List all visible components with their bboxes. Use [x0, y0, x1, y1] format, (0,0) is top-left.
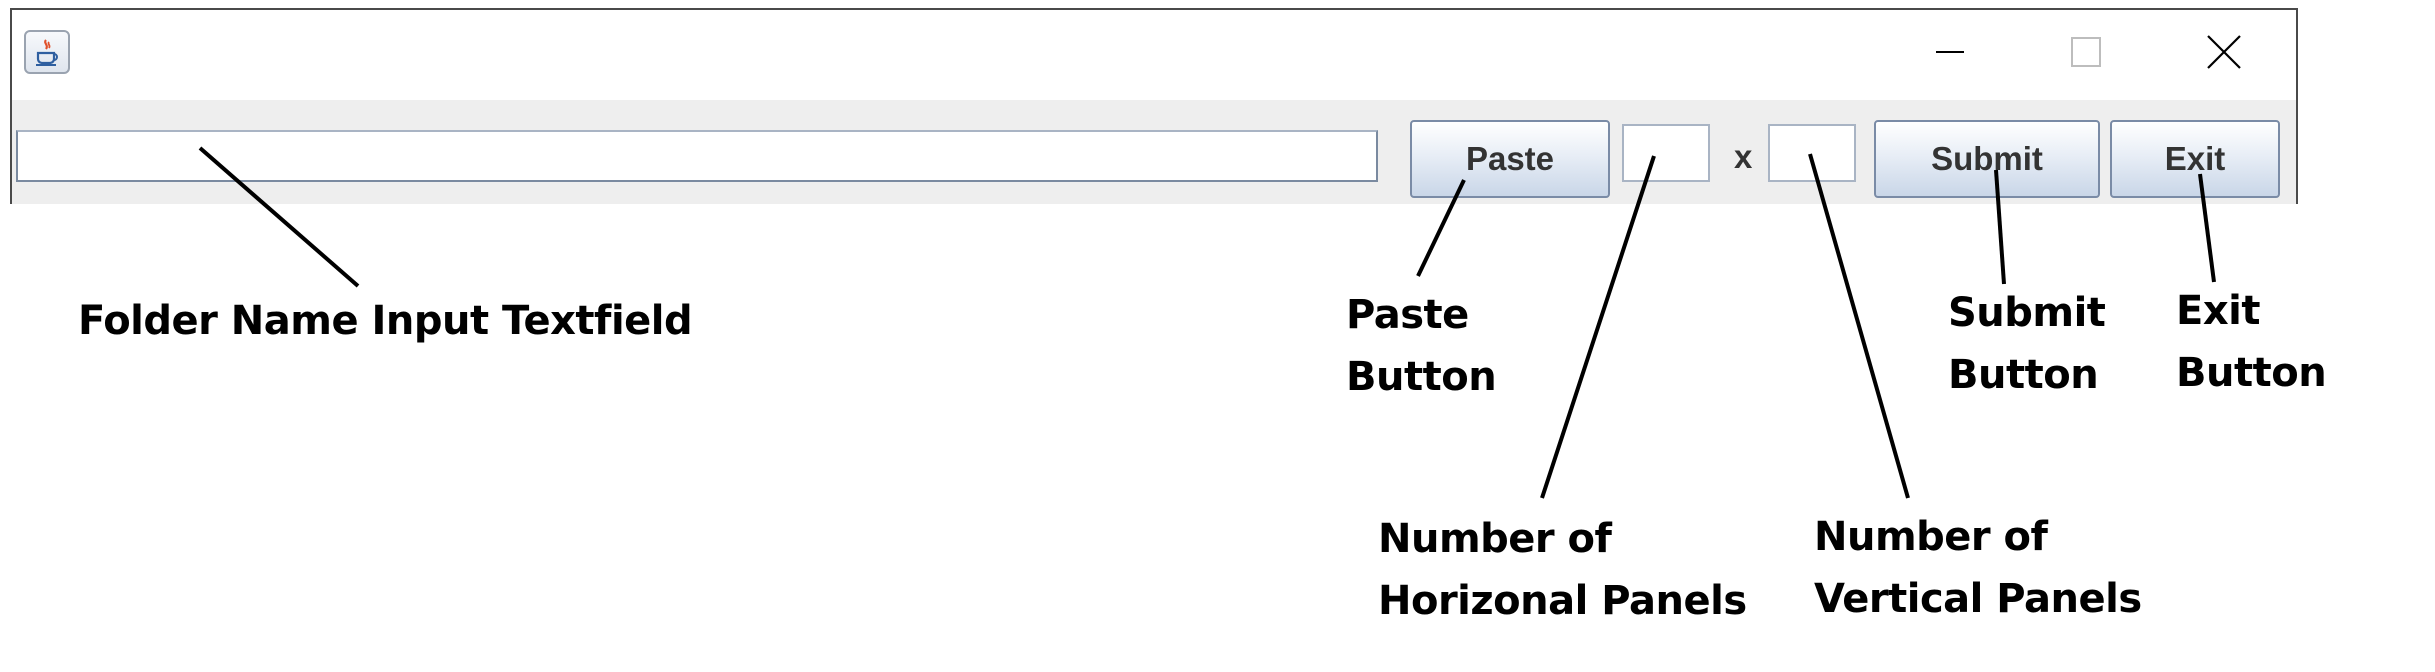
java-cup-icon[interactable] [24, 30, 70, 74]
paste-callout-line2: Button [1346, 354, 1497, 400]
paste-button-callout: Paste Button [1346, 284, 1497, 408]
vertical-callout-line1: Number of [1814, 514, 2048, 560]
close-button[interactable] [2194, 32, 2254, 72]
submit-button-callout: Submit Button [1948, 282, 2106, 406]
submit-button[interactable]: Submit [1874, 120, 2100, 198]
horizontal-panels-pointer [1540, 155, 1656, 499]
toolbar: Paste x Submit Exit [12, 100, 2296, 204]
minimize-button[interactable] [1920, 32, 1980, 72]
app-window: Paste x Submit Exit [10, 8, 2298, 204]
times-label: x [1734, 138, 1753, 175]
paste-button[interactable]: Paste [1410, 120, 1610, 198]
maximize-icon [2071, 37, 2101, 67]
exit-button[interactable]: Exit [2110, 120, 2280, 198]
maximize-button[interactable] [2056, 32, 2116, 72]
horizontal-callout-line2: Horizonal Panels [1378, 578, 1747, 624]
horizontal-panels-input[interactable] [1622, 124, 1710, 182]
exit-callout-line1: Exit [2176, 288, 2260, 334]
exit-button-callout: Exit Button [2176, 280, 2327, 404]
vertical-panels-callout: Number of Vertical Panels [1814, 506, 2142, 630]
title-bar[interactable] [12, 10, 2296, 100]
submit-callout-line1: Submit [1948, 290, 2106, 336]
vertical-callout-line2: Vertical Panels [1814, 576, 2142, 622]
close-icon [2207, 35, 2241, 69]
exit-callout-line2: Button [2176, 350, 2327, 396]
submit-callout-line2: Button [1948, 352, 2099, 398]
vertical-panels-input[interactable] [1768, 124, 1856, 182]
folder-name-input[interactable] [16, 130, 1378, 182]
vertical-panels-pointer [1808, 153, 1910, 499]
folder-input-callout: Folder Name Input Textfield [78, 298, 693, 344]
horizontal-panels-callout: Number of Horizonal Panels [1378, 508, 1747, 632]
minimize-icon [1936, 51, 1964, 53]
paste-callout-line1: Paste [1346, 292, 1469, 338]
horizontal-callout-line1: Number of [1378, 516, 1612, 562]
